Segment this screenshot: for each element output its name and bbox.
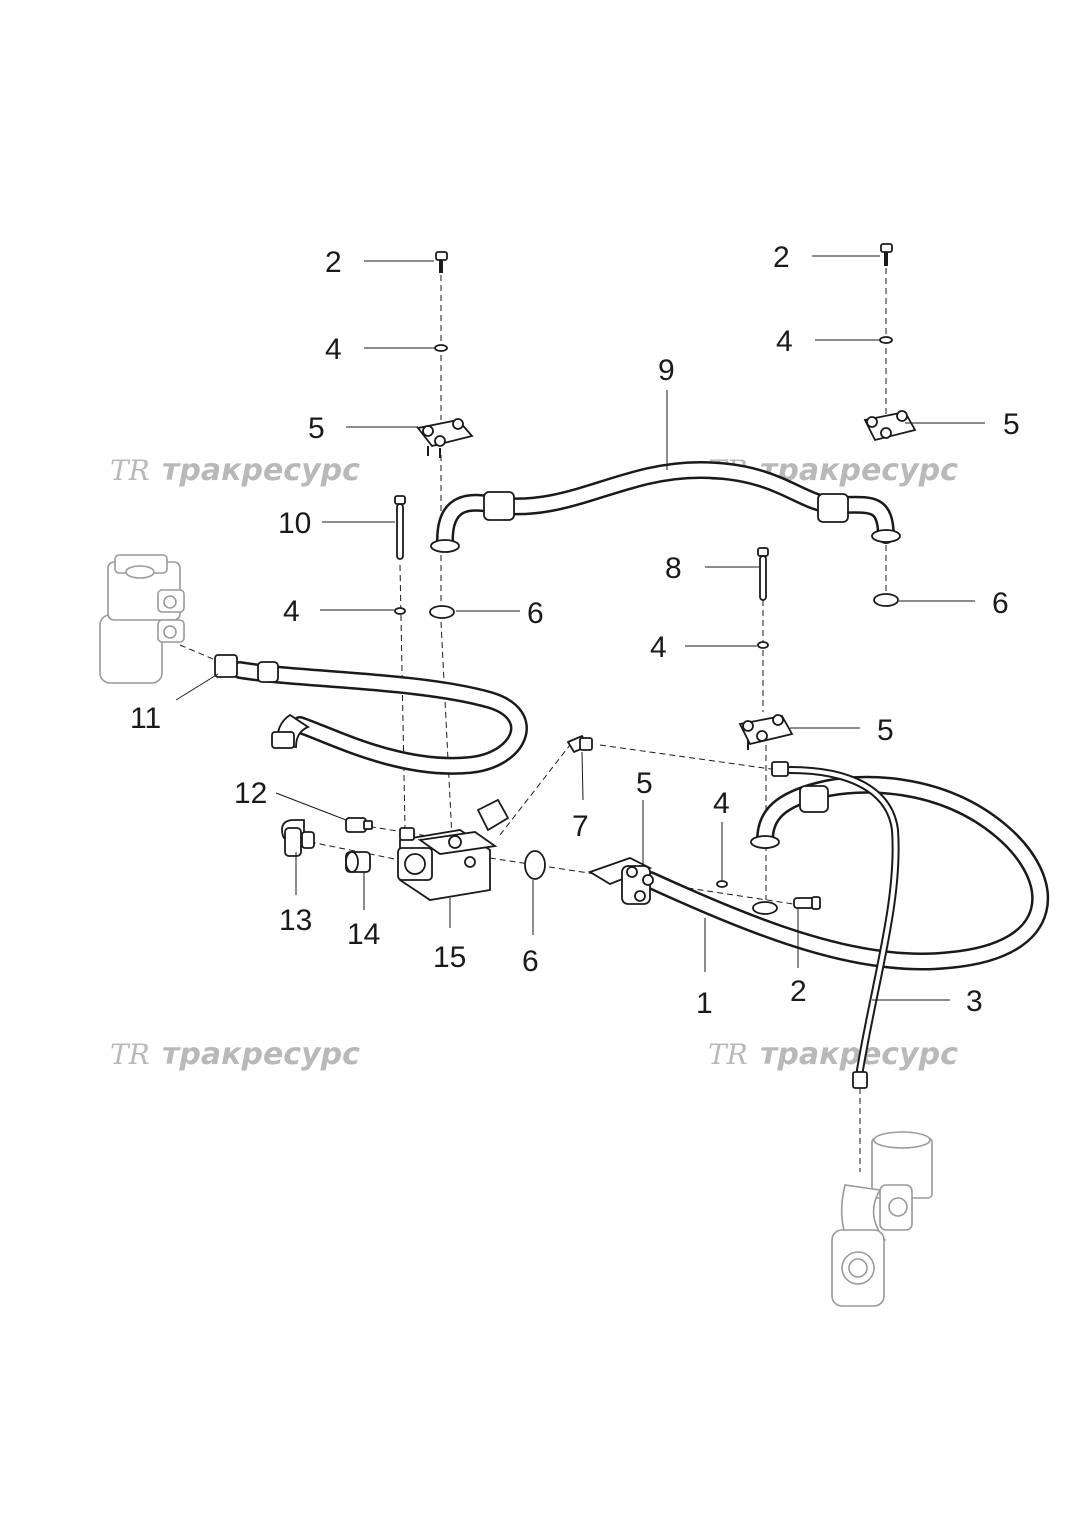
- callout-5: 5: [636, 767, 653, 800]
- flange-5-middle: [738, 714, 794, 750]
- hose-1: [641, 775, 1050, 971]
- callout-6: 6: [522, 945, 539, 978]
- watermark-logo: TR: [110, 1038, 150, 1071]
- washer-4-left: [394, 607, 406, 615]
- callout-4: 4: [325, 333, 342, 366]
- callout-14: 14: [347, 918, 380, 951]
- callout-3: 3: [966, 985, 983, 1018]
- callout-4: 4: [713, 787, 730, 820]
- callout-10: 10: [278, 507, 311, 540]
- steering-unit-ghost: [99, 554, 185, 684]
- valve-block-15: [397, 798, 510, 901]
- bolt-2-top-right: [880, 243, 893, 266]
- callout-5: 5: [1003, 408, 1020, 441]
- callout-4: 4: [776, 325, 793, 358]
- hose-9: [430, 460, 901, 553]
- pump-manifold-ghost: [831, 1131, 933, 1307]
- oring-6-right: [873, 593, 899, 607]
- watermark-bottom-left: TR трак­ресурс: [110, 1037, 360, 1072]
- watermark-text: трак­ресурс: [162, 1037, 360, 1072]
- bolt-8: [757, 547, 769, 601]
- callout-2: 2: [773, 241, 790, 274]
- callout-labels: 2 4 5 10 4 6 11 9 2 4 5 6 8 4 5 12 7 5 4…: [130, 241, 1020, 1020]
- oring-6-center: [524, 850, 546, 880]
- adapter-14: [345, 851, 371, 873]
- watermark-logo: TR: [708, 1038, 748, 1071]
- elbow-fitting-7: [566, 734, 593, 754]
- callout-6: 6: [992, 587, 1009, 620]
- bolt-2-lower: [793, 896, 821, 910]
- fitting-12: [345, 817, 373, 833]
- callout-12: 12: [234, 777, 267, 810]
- flange-5-top-left: [416, 418, 474, 458]
- callout-4: 4: [650, 631, 667, 664]
- washer-4-top-right: [879, 336, 893, 344]
- bolt-2-top-left: [435, 251, 448, 273]
- elbow-13: [281, 819, 315, 857]
- watermark-top-left: TR трак­ресурс: [110, 453, 360, 488]
- bolt-10: [394, 495, 406, 560]
- callout-15: 15: [433, 941, 466, 974]
- leader-lines: [175, 255, 985, 1001]
- hose-3: [771, 761, 900, 1089]
- callout-7: 7: [572, 810, 589, 843]
- callout-5: 5: [877, 714, 894, 747]
- watermark-logo: TR: [110, 454, 150, 487]
- watermark-bottom-right: TR трак­ресурс: [708, 1037, 958, 1072]
- callout-2: 2: [325, 246, 342, 279]
- washer-4-lower: [716, 880, 728, 888]
- callout-9: 9: [658, 354, 675, 387]
- callout-4: 4: [283, 595, 300, 628]
- flange-5-lower: [587, 857, 654, 905]
- hose-11: [214, 654, 528, 775]
- callout-2: 2: [790, 975, 807, 1008]
- callout-13: 13: [279, 904, 312, 937]
- washer-4-top-left: [434, 344, 448, 352]
- callout-5: 5: [308, 412, 325, 445]
- callout-6: 6: [527, 597, 544, 630]
- callout-11: 11: [130, 702, 161, 735]
- callout-1: 1: [696, 987, 713, 1020]
- watermark-text: трак­ресурс: [162, 453, 360, 488]
- callout-8: 8: [665, 552, 682, 585]
- oring-6-left: [429, 605, 455, 619]
- flange-5-top-right: [863, 410, 917, 442]
- oring-6-lower-right: [752, 901, 778, 915]
- washer-4-middle: [757, 641, 769, 649]
